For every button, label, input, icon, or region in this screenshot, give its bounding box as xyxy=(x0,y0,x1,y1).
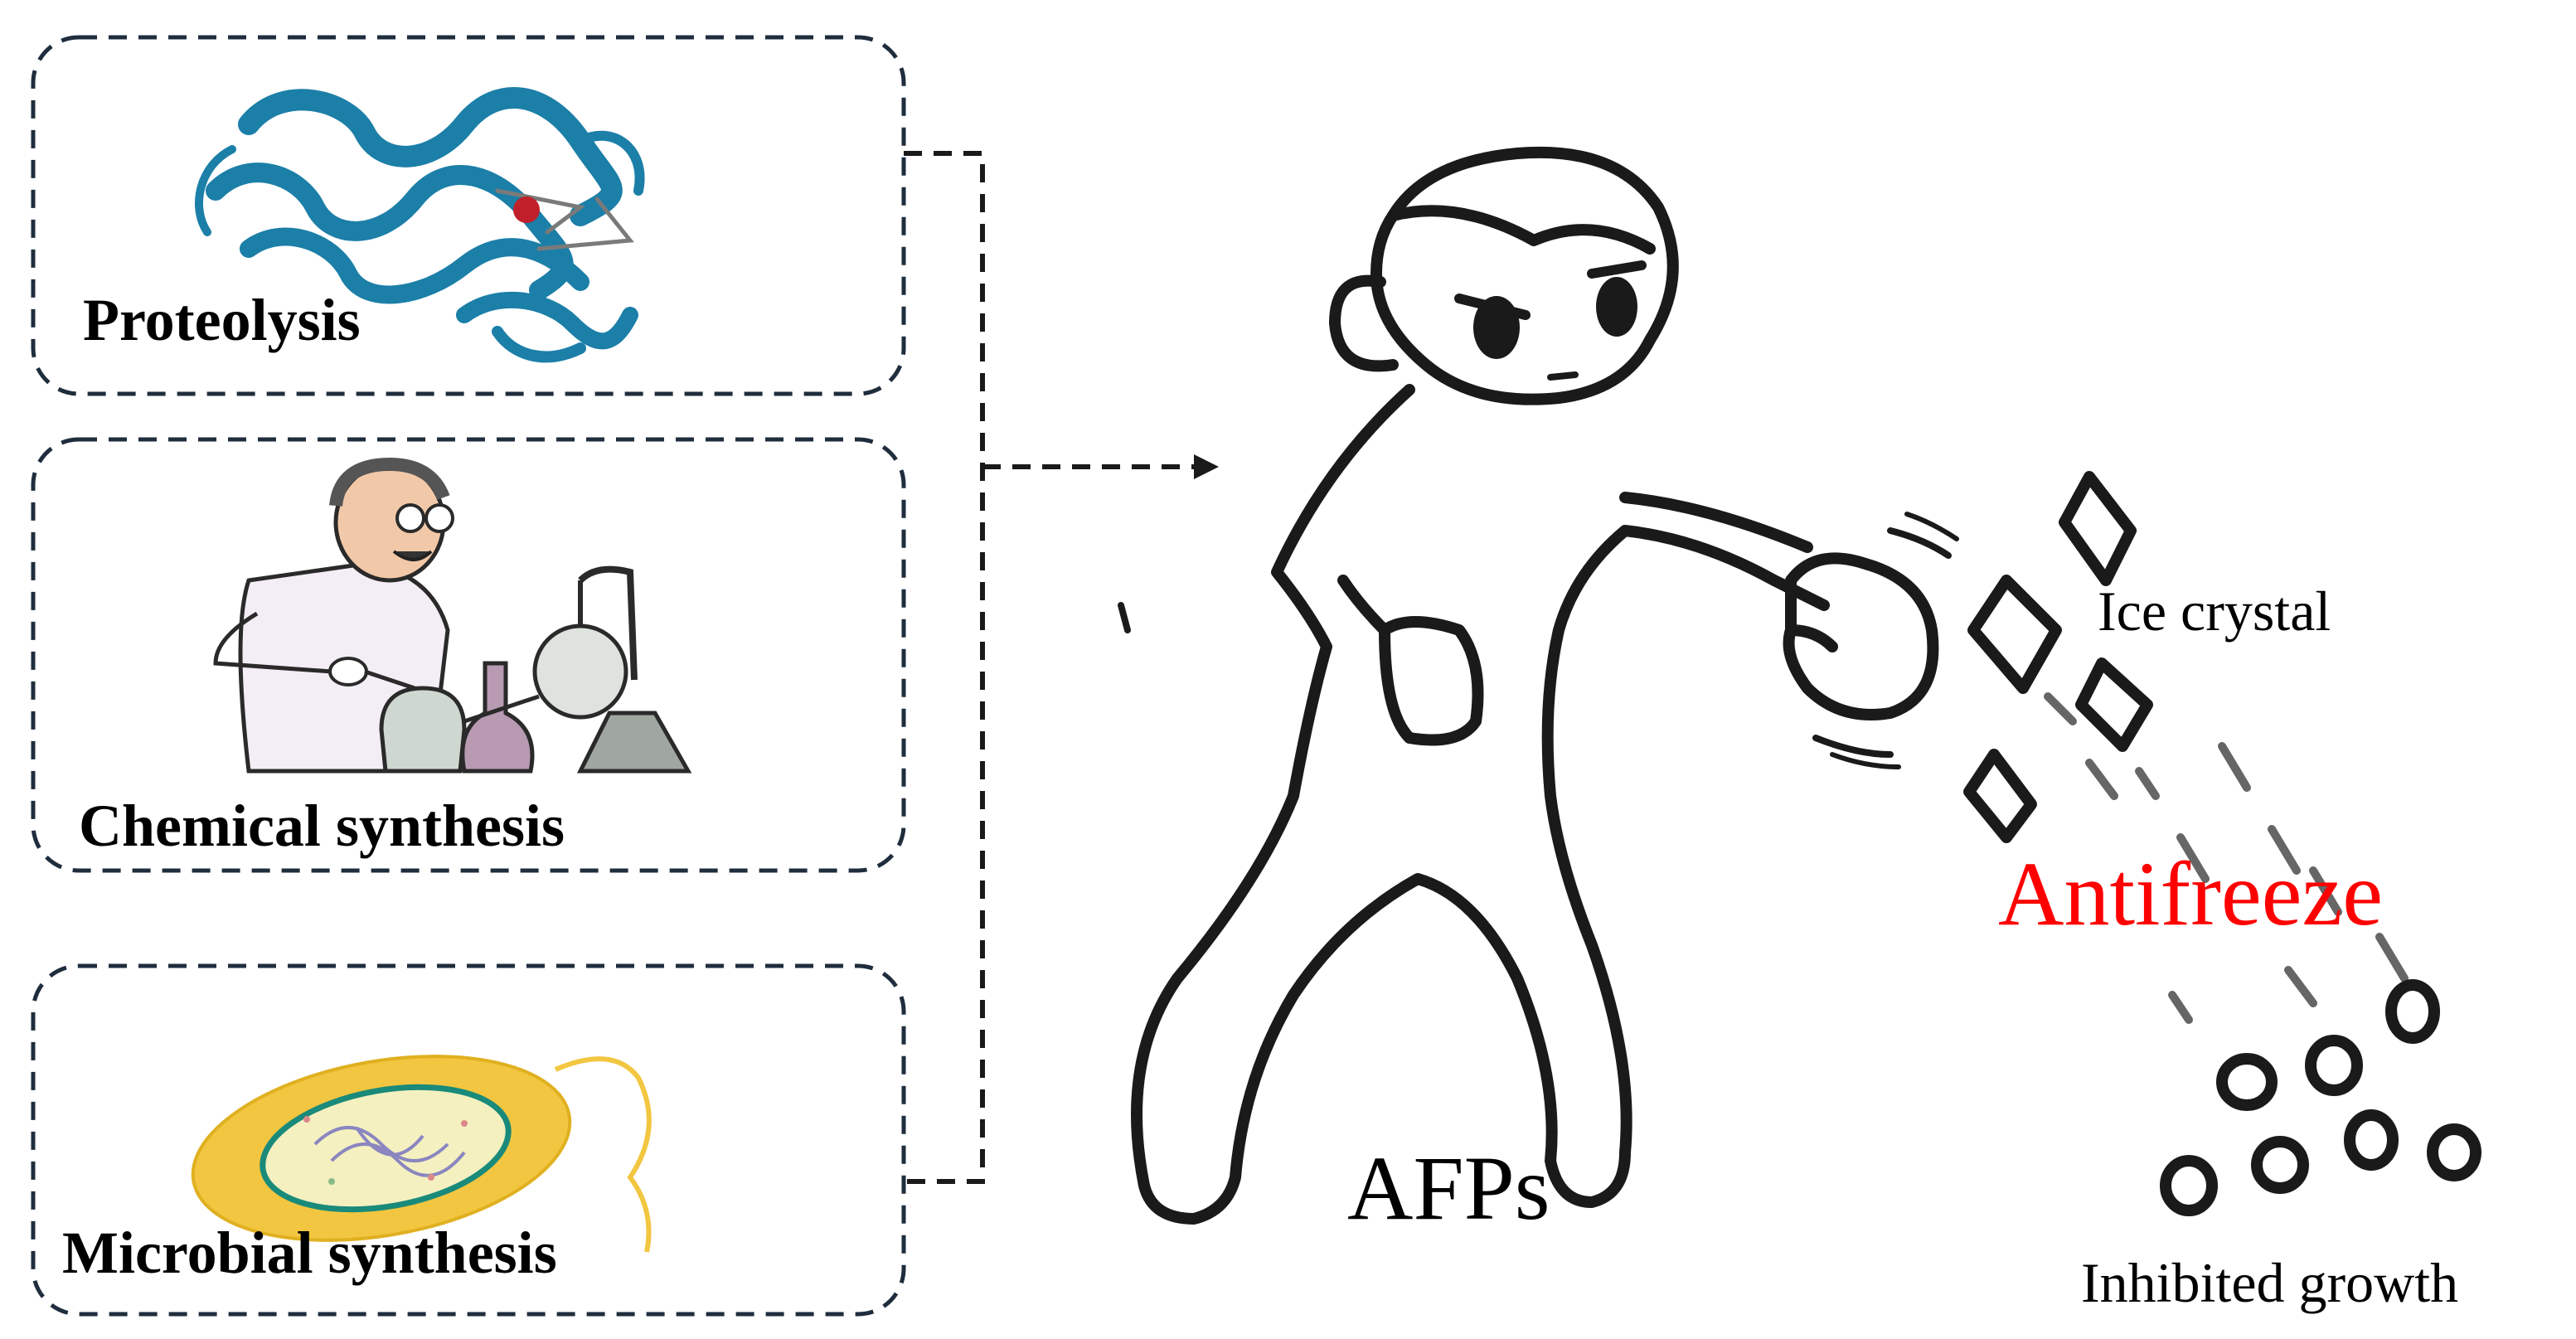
ice-crystal-label: Ice crystal xyxy=(2098,580,2331,643)
motion-streaks xyxy=(2044,692,2409,1024)
inhibited-crystal-icon xyxy=(2385,979,2440,1044)
arrow-head-icon xyxy=(1194,454,1219,479)
scientist-lab-icon xyxy=(213,457,692,774)
microbial-synthesis-label: Microbial synthesis xyxy=(62,1220,557,1286)
right-eye-icon xyxy=(1596,277,1637,337)
source-box-proteolysis: Proteolysis xyxy=(31,35,906,396)
afps-label: AFPs xyxy=(1347,1138,1550,1239)
source-box-microbial: Microbial synthesis xyxy=(31,963,906,1317)
inhibited-crystal-icon xyxy=(2305,1035,2363,1096)
heme-ion-icon xyxy=(513,196,540,223)
connector-bracket xyxy=(904,151,1194,1184)
boxer-figure-icon xyxy=(1131,146,1959,1225)
source-box-chemical: Chemical synthesis xyxy=(31,437,906,873)
ice-crystal-icon xyxy=(1967,575,2062,694)
inhibited-crystal-icon xyxy=(2160,1155,2218,1216)
inhibited-crystal-icon xyxy=(2251,1136,2309,1194)
inhibited-crystal-icon xyxy=(2344,1109,2399,1171)
bacterium-icon xyxy=(191,1055,652,1253)
inhibited-crystals xyxy=(2160,979,2481,1216)
ice-crystal-icon xyxy=(1963,749,2037,843)
stroke-mark-icon xyxy=(1118,602,1131,633)
proteolysis-label: Proteolysis xyxy=(83,287,361,353)
antifreeze-label: Antifreeze xyxy=(1998,843,2383,944)
ice-crystals xyxy=(1963,471,2153,843)
brow-icon xyxy=(1454,260,1647,320)
ice-crystal-icon xyxy=(2075,657,2153,752)
chemical-synthesis-label: Chemical synthesis xyxy=(79,793,565,859)
inhibited-crystal-icon xyxy=(2216,1053,2278,1111)
inhibited-crystal-icon xyxy=(2427,1123,2481,1181)
ice-crystal-icon xyxy=(2059,471,2137,586)
inhibited-growth-label: Inhibited growth xyxy=(2081,1251,2458,1314)
protein-ribbon-icon xyxy=(195,87,645,363)
mouth-icon xyxy=(1547,371,1579,381)
